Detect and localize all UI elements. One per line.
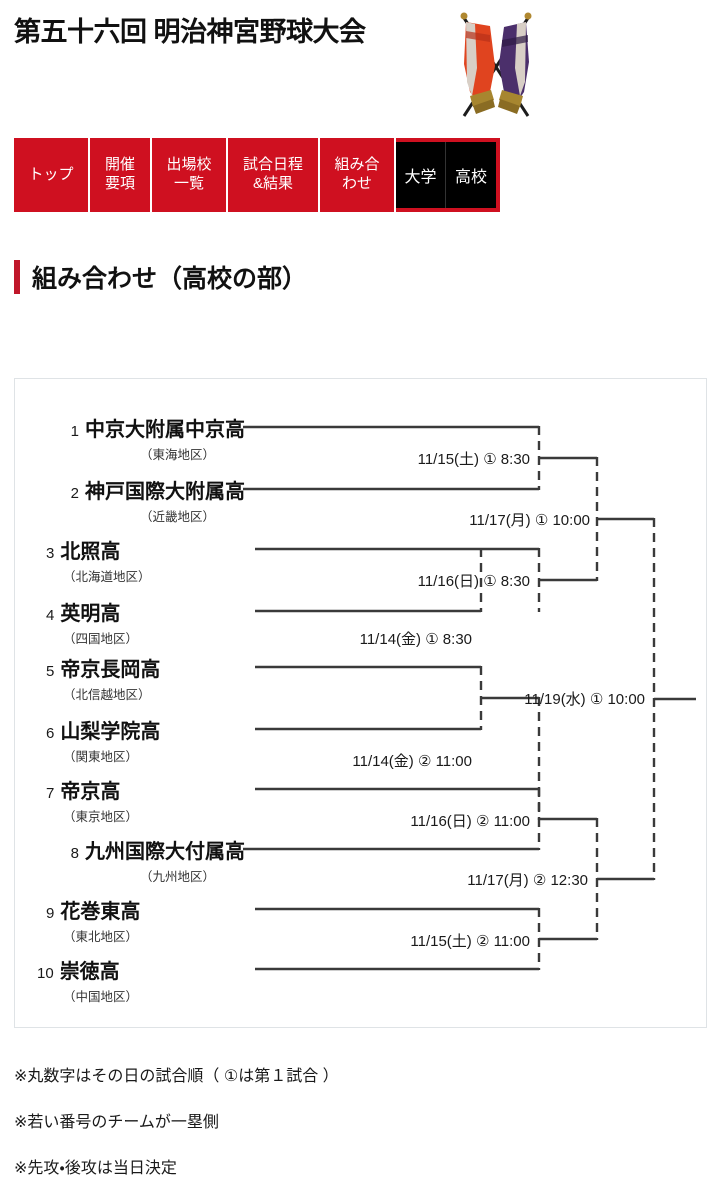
team-region: （九州地区） [139,870,215,884]
nav-item-overview[interactable]: 開催 要項 [90,138,152,212]
team-seed: 8 [70,845,79,862]
nav-subtab-highschool[interactable]: 高校 [446,142,496,208]
bracket-team-3: 3 北照高 （北海道地区） [15,535,233,585]
match-label-m8: 11/17(月) ② 12:30 [467,872,588,889]
team-region: （東北地区） [63,930,139,944]
nav-item-schedule-line1: 試合日程 [242,156,303,174]
main-navigation[interactable]: トップ 開催 要項 出場校 一覧 試合日程 &結果 組み合 わせ 大学 高校 [14,138,500,212]
team-seed: 7 [46,785,55,802]
match-label-m2: 11/17(月) ① 10:00 [469,512,590,529]
team-name: 花巻東高 [60,901,141,923]
note-3: ※先攻・後攻は当日決定 [14,1160,177,1177]
nav-subtabs: 大学 高校 [396,138,500,212]
nav-subtab-university[interactable]: 大学 [396,142,446,208]
note-2: ※若い番号のチームが一塁側 [14,1114,219,1131]
team-seed: 6 [46,725,55,742]
team-name: 英明高 [60,603,121,625]
team-region: （四国地区） [63,632,139,646]
team-name: 北照高 [60,541,121,563]
team-name: 神戸国際大附属高 [85,481,245,503]
bracket-team-7: 7 帝京高 （東京地区） [15,775,233,825]
bracket-team-1: 1 中京大附属中京高 （東海地区） [15,413,245,463]
nav-item-top[interactable]: トップ [14,138,90,212]
team-name: 中京大附属中京高 [85,419,245,441]
bracket-notes: ※丸数字はその日の試合順（ ①は第１試合 ） ※若い番号のチームが一塁側 ※先攻… [14,1062,674,1200]
page-title: 第五十六回 明治神宮野球大会 [14,17,366,47]
team-region: （東海地区） [139,448,215,462]
nav-item-teams-line2: 一覧 [173,175,204,192]
note-1: ※丸数字はその日の試合順（ ①は第１試合 ） [14,1068,339,1085]
bracket-team-6: 6 山梨学院高 （関東地区） [15,715,233,765]
bracket-team-4: 4 英明高 （四国地区） [15,597,233,647]
team-name: 九州国際大付属高 [85,841,245,863]
team-seed: 10 [37,965,54,982]
crossed-pennant-flags-icon [446,4,546,122]
bracket-team-5: 5 帝京長岡高 （北信越地区） [15,653,233,703]
match-label-m9: 11/15(土) ② 11:00 [410,933,530,950]
section-heading: 組み合わせ（高校の部） [14,258,307,296]
nav-item-bracket-line1: 組み合 [334,156,380,174]
team-seed: 3 [46,545,55,562]
team-name: 帝京長岡高 [60,659,161,681]
nav-item-teams-line1: 出場校 [166,156,212,174]
team-region: （北海道地区） [63,570,151,584]
team-region: （東京地区） [63,810,139,824]
nav-item-overview-line2: 要項 [104,175,135,192]
team-region: （関東地区） [63,750,139,764]
team-region: （中国地区） [63,990,139,1004]
bracket-team-10: 10 崇徳高 （中国地区） [15,955,233,1005]
team-seed: 9 [46,905,55,922]
section-title: 組み合わせ（高校の部） [32,265,308,293]
page-header: 第五十六回 明治神宮野球大会 [0,0,709,128]
nav-item-overview-line1: 開催 [104,156,135,174]
team-name: 帝京高 [60,781,121,803]
match-label-m3: 11/16(日) ① 8:30 [417,573,530,590]
nav-item-teams[interactable]: 出場校 一覧 [152,138,228,212]
team-region: （近畿地区） [139,510,215,524]
nav-item-bracket-line2: わせ [341,175,372,192]
team-seed: 4 [46,607,55,624]
team-name: 崇徳高 [59,961,120,983]
bracket-team-2: 2 神戸国際大附属高 （近畿地区） [15,475,245,525]
nav-item-bracket[interactable]: 組み合 わせ [320,138,396,212]
match-label-m6: 11/14(金) ② 11:00 [352,753,472,770]
team-seed: 2 [70,485,79,502]
bracket-inner: 1 中京大附属中京高 （東海地区） 2 神戸国際大附属高 （近畿地区） 3 北照… [15,379,706,1027]
section-accent-bar [14,260,20,294]
bracket-team-9: 9 花巻東高 （東北地区） [15,895,233,945]
team-seed: 1 [70,423,79,440]
team-region: （北信越地区） [63,688,151,702]
match-label-m1: 11/15(土) ① 8:30 [417,451,530,468]
team-name: 山梨学院高 [60,721,161,743]
nav-item-schedule[interactable]: 試合日程 &結果 [228,138,320,212]
match-label-m4: 11/14(金) ① 8:30 [359,631,472,648]
team-seed: 5 [46,663,55,680]
tournament-bracket-card: 1 中京大附属中京高 （東海地区） 2 神戸国際大附属高 （近畿地区） 3 北照… [14,378,707,1028]
match-label-m7: 11/16(日) ② 11:00 [410,813,530,830]
nav-item-schedule-line2: &結果 [252,175,293,192]
bracket-connector-lines [15,379,706,1027]
match-label-m5: 11/19(水) ① 10:00 [524,691,645,708]
bracket-team-8: 8 九州国際大付属高 （九州地区） [15,835,245,885]
